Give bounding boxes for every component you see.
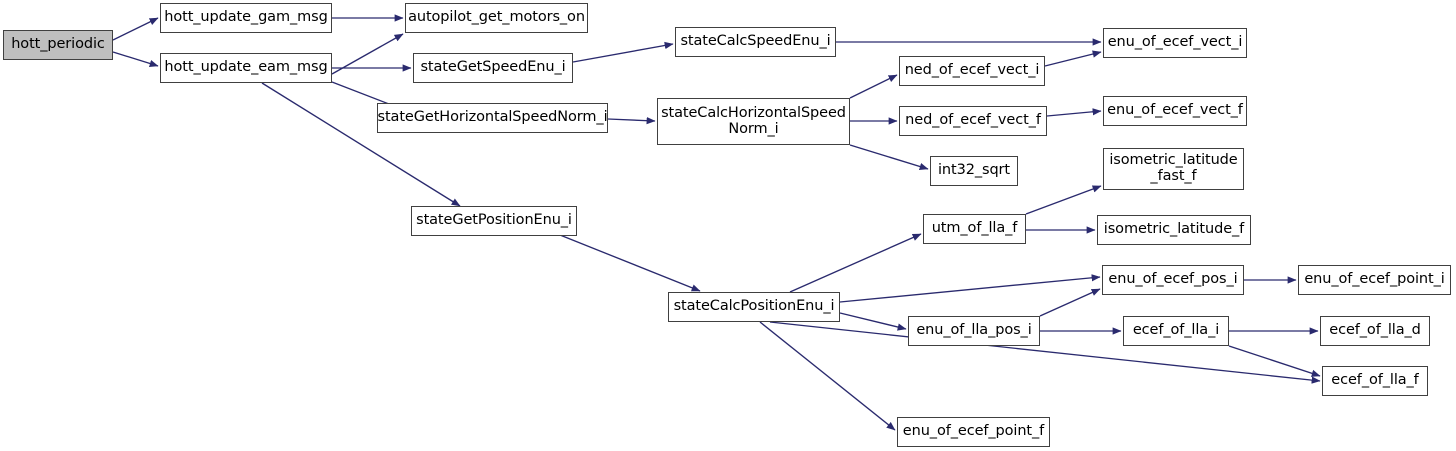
graph-node-enu_of_ecef_vect_i[interactable]: enu_of_ecef_vect_i	[1103, 28, 1247, 58]
graph-node-isometric_latitude_fast_f[interactable]: isometric_latitude _fast_f	[1103, 148, 1244, 190]
graph-node-ecef_of_lla_d[interactable]: ecef_of_lla_d	[1320, 316, 1430, 346]
graph-node-utm_of_lla_f[interactable]: utm_of_lla_f	[923, 214, 1026, 244]
call-edge	[1046, 108, 1102, 117]
call-edge	[261, 82, 461, 207]
call-edge	[1044, 50, 1102, 67]
graph-node-ned_of_ecef_vect_i[interactable]: ned_of_ecef_vect_i	[899, 56, 1045, 86]
call-edge	[839, 312, 907, 331]
graph-node-ecef_of_lla_i[interactable]: ecef_of_lla_i	[1123, 316, 1229, 346]
graph-node-enu_of_lla_pos_i[interactable]: enu_of_lla_pos_i	[908, 316, 1040, 346]
graph-node-stateGetPositionEnu_i[interactable]: stateGetPositionEnu_i	[411, 206, 577, 236]
graph-node-enu_of_ecef_vect_f[interactable]: enu_of_ecef_vect_f	[1103, 96, 1247, 126]
call-edge	[559, 234, 701, 292]
call-edge	[849, 144, 929, 171]
graph-node-stateGetHorizontalSpeedNorm_i[interactable]: stateGetHorizontalSpeedNorm_i	[377, 103, 608, 133]
graph-node-enu_of_ecef_pos_i[interactable]: enu_of_ecef_pos_i	[1102, 265, 1244, 295]
graph-node-hott_update_gam_msg[interactable]: hott_update_gam_msg	[160, 3, 332, 33]
graph-node-ned_of_ecef_vect_f[interactable]: ned_of_ecef_vect_f	[899, 106, 1047, 136]
graph-node-stateCalcSpeedEnu_i[interactable]: stateCalcSpeedEnu_i	[675, 27, 836, 57]
call-edge	[849, 74, 898, 99]
call-edge	[1228, 345, 1321, 377]
graph-node-isometric_latitude_f[interactable]: isometric_latitude_f	[1097, 215, 1251, 245]
graph-node-autopilot_get_motors_on[interactable]: autopilot_get_motors_on	[405, 3, 588, 33]
graph-node-int32_sqrt[interactable]: int32_sqrt	[930, 156, 1018, 186]
call-edge	[789, 233, 922, 293]
graph-node-stateCalcPositionEnu_i[interactable]: stateCalcPositionEnu_i	[668, 292, 840, 322]
graph-node-stateGetSpeedEnu_i[interactable]: stateGetSpeedEnu_i	[413, 53, 573, 83]
call-edge	[572, 41, 674, 63]
graph-node-stateCalcHorizontalSpeedNorm_i[interactable]: stateCalcHorizontalSpeed Norm_i	[657, 98, 850, 145]
graph-node-hott_periodic[interactable]: hott_periodic	[3, 30, 113, 60]
call-edge	[759, 321, 896, 431]
call-edge	[839, 274, 1101, 303]
call-edge	[112, 17, 159, 41]
graph-node-ecef_of_lla_f[interactable]: ecef_of_lla_f	[1322, 366, 1428, 396]
call-edge	[607, 117, 656, 125]
graph-node-enu_of_ecef_point_f[interactable]: enu_of_ecef_point_f	[897, 417, 1050, 447]
call-edge	[112, 51, 159, 67]
call-edge	[769, 321, 1321, 384]
graph-node-hott_update_eam_msg[interactable]: hott_update_eam_msg	[160, 53, 332, 83]
call-edge	[1039, 288, 1101, 317]
call-edge	[1025, 185, 1102, 215]
graph-node-enu_of_ecef_point_i[interactable]: enu_of_ecef_point_i	[1298, 265, 1451, 295]
